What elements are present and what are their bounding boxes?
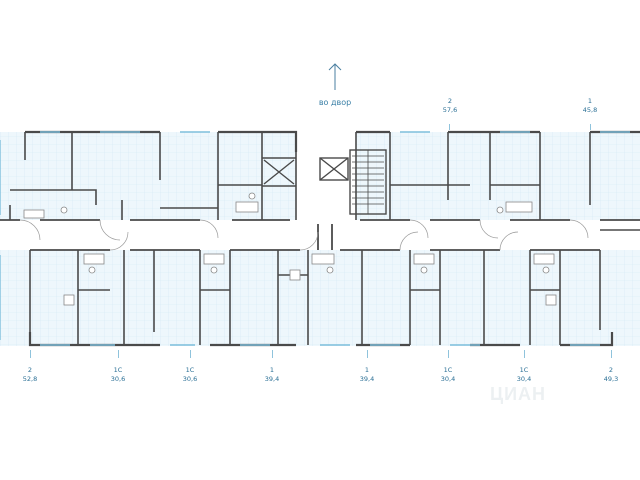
unit-marker-line — [449, 124, 450, 130]
unit-label-bottom-7: 1С 30,4 — [510, 366, 538, 384]
fixtures — [23, 192, 557, 306]
unit-type: 2 — [608, 366, 614, 374]
unit-label-bottom-4: 1 39,4 — [258, 366, 286, 384]
unit-area: 39,4 — [264, 375, 280, 383]
unit-area: 52,8 — [22, 375, 38, 383]
unit-marker-line — [118, 350, 119, 358]
unit-label-bottom-5: 1 39,4 — [353, 366, 381, 384]
unit-marker-line — [524, 350, 525, 358]
unit-label-top-1: 2 57,6 — [436, 97, 464, 115]
unit-area: 30,4 — [516, 375, 532, 383]
unit-marker-line — [611, 350, 612, 358]
upper-partitions — [9, 132, 591, 220]
unit-marker-line — [367, 350, 368, 358]
door-swings — [19, 219, 589, 251]
direction-label: во двор — [318, 98, 352, 107]
windows — [0, 131, 630, 346]
lower-units-floor — [0, 250, 640, 346]
unit-type: 2 — [27, 366, 33, 374]
unit-type: 1 — [364, 366, 370, 374]
unit-area: 30,4 — [440, 375, 456, 383]
unit-type: 1С — [443, 366, 453, 374]
watermark: ЦИАН — [489, 384, 547, 404]
unit-label-bottom-3: 1С 30,6 — [176, 366, 204, 384]
unit-marker-line — [272, 350, 273, 358]
unit-marker-line — [30, 350, 31, 358]
unit-label-bottom-1: 2 52,8 — [16, 366, 44, 384]
unit-type: 2 — [447, 97, 453, 105]
unit-area: 49,3 — [603, 375, 619, 383]
unit-marker-line — [590, 124, 591, 130]
unit-type: 1 — [269, 366, 275, 374]
unit-area: 30,6 — [110, 375, 126, 383]
corridor-walls — [0, 219, 640, 251]
unit-type: 1С — [113, 366, 123, 374]
unit-type: 1 — [587, 97, 593, 105]
unit-label-bottom-6: 1С 30,4 — [434, 366, 462, 384]
unit-type: 1С — [519, 366, 529, 374]
unit-label-bottom-2: 1С 30,6 — [104, 366, 132, 384]
unit-area: 39,4 — [359, 375, 375, 383]
unit-label-bottom-8: 2 49,3 — [597, 366, 625, 384]
unit-label-top-2: 1 45,8 — [576, 97, 604, 115]
unit-marker-line — [190, 350, 191, 358]
unit-area: 57,6 — [442, 106, 458, 114]
corridor — [0, 220, 640, 250]
unit-type: 1С — [185, 366, 195, 374]
unit-area: 45,8 — [582, 106, 598, 114]
arrow-up-icon — [328, 63, 342, 90]
unit-area: 30,6 — [182, 375, 198, 383]
unit-marker-line — [448, 350, 449, 358]
stair-steps — [352, 150, 384, 214]
